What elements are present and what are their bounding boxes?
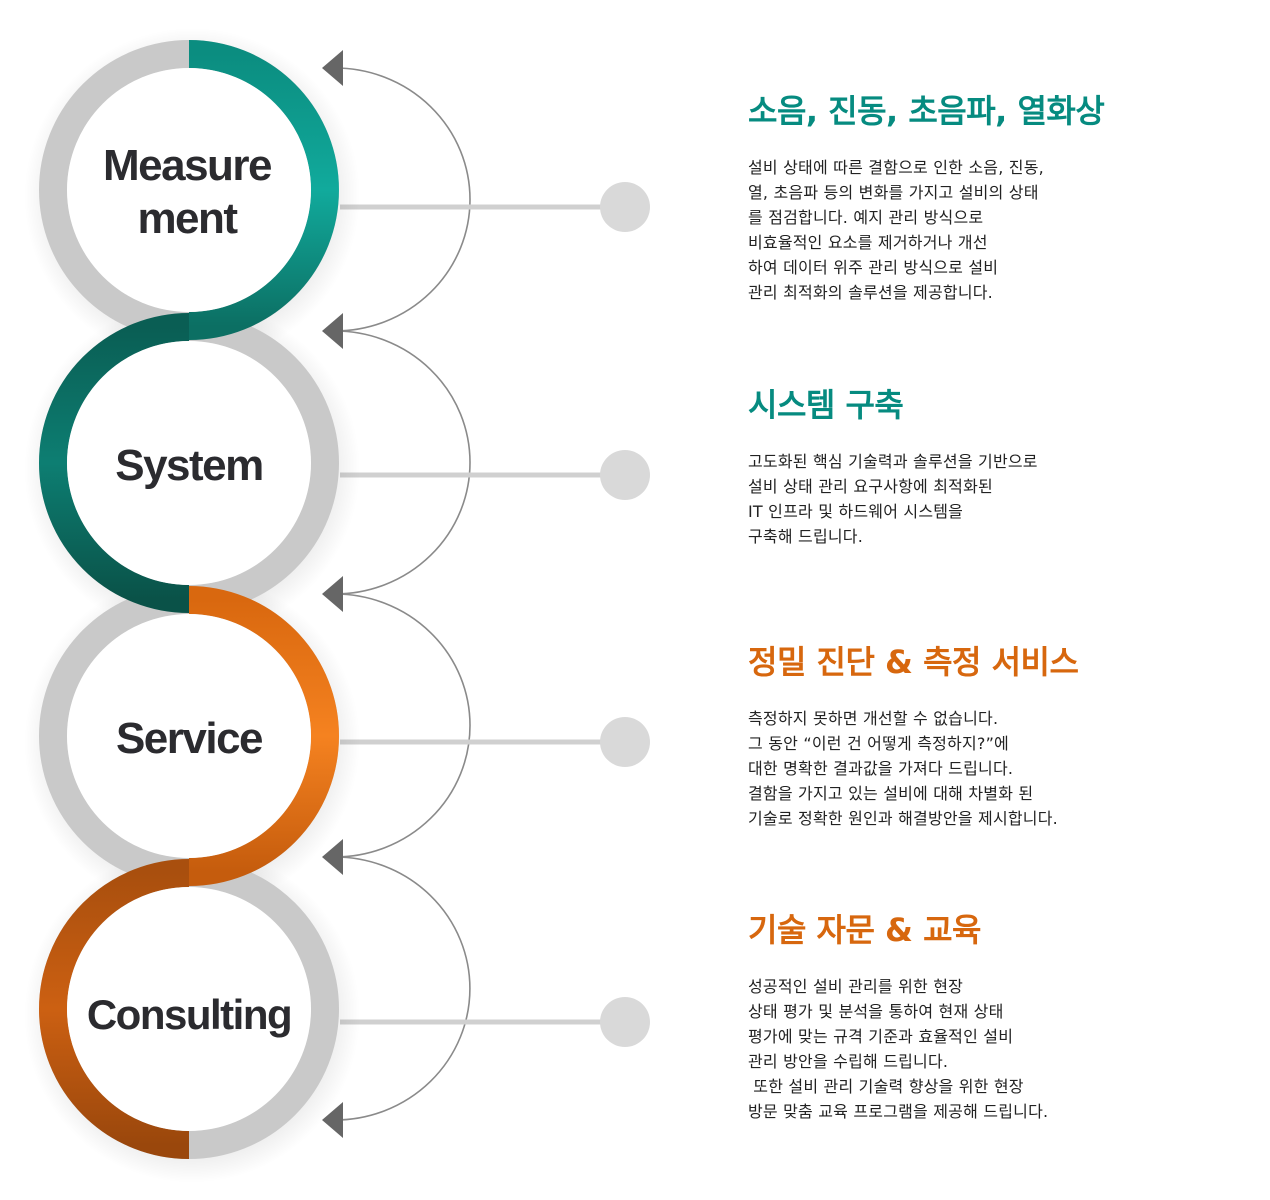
body-line: 평가에 맞는 규격 기준과 효율적인 설비 <box>748 1027 1014 1046</box>
body-line: 설비 상태 관리 요구사항에 최적화된 <box>748 477 993 496</box>
ring-accent-teal-right <box>188 40 339 340</box>
body-line: 구축해 드립니다. <box>748 527 864 546</box>
body-line: 방문 맞춤 교육 프로그램을 제공해 드립니다. <box>748 1102 1049 1121</box>
ring-label-system: System <box>115 441 263 490</box>
arrow-left-icon <box>322 50 343 86</box>
connector-arc <box>334 67 471 332</box>
ring-accents <box>39 40 339 1159</box>
section-title: 소음, 진동, 초음파, 열화상 <box>748 92 1105 130</box>
body-line: 관리 방안을 수립해 드립니다. <box>748 1052 949 1071</box>
ring-accent-orange-right <box>188 586 339 886</box>
section-service: 정밀 진단 & 측정 서비스 측정하지 못하면 개선할 수 없습니다. 그 동안… <box>748 642 1228 831</box>
body-line: 열, 초음파 등의 변화를 가지고 설비의 상태 <box>748 183 1039 202</box>
connector-dot <box>600 717 650 767</box>
ring-label-consulting: Consulting <box>87 991 291 1038</box>
body-line: IT 인프라 및 하드웨어 시스템을 <box>748 502 964 521</box>
body-line: 결함을 가지고 있는 설비에 대해 차별화 된 <box>748 784 1034 803</box>
section-title: 정밀 진단 & 측정 서비스 <box>748 643 1079 681</box>
section-body: 고도화된 핵심 기술력과 솔루션을 기반으로 설비 상태 관리 요구사항에 최적… <box>748 449 1228 549</box>
ring-centers <box>67 68 311 1131</box>
connector-dot <box>600 450 650 500</box>
body-line: 기술로 정확한 원인과 해결방안을 제시합니다. <box>748 809 1058 828</box>
arrow-heads <box>322 50 343 1138</box>
connector-dot <box>600 182 650 232</box>
ring-accent-orange-left <box>39 859 190 1159</box>
body-line: 측정하지 못하면 개선할 수 없습니다. <box>748 709 999 728</box>
ring-label-measurement-line2: ment <box>137 194 238 243</box>
arrow-left-icon <box>322 313 343 349</box>
body-line: 대한 명확한 결과값을 가져다 드립니다. <box>748 759 1014 778</box>
connector-dot <box>600 997 650 1047</box>
body-line: 고도화된 핵심 기술력과 솔루션을 기반으로 <box>748 452 1038 471</box>
body-line: 상태 평가 및 분석을 통하여 현재 상태 <box>748 1002 1004 1021</box>
body-line: 를 점검합니다. 예지 관리 방식으로 <box>748 208 984 227</box>
section-body: 측정하지 못하면 개선할 수 없습니다. 그 동안 “이런 건 어떻게 측정하지… <box>748 706 1228 831</box>
ring-label-measurement: Measure <box>103 141 271 190</box>
section-body: 성공적인 설비 관리를 위한 현장 상태 평가 및 분석을 통하여 현재 상태 … <box>748 974 1228 1124</box>
section-consulting: 기술 자문 & 교육 성공적인 설비 관리를 위한 현장 상태 평가 및 분석을… <box>748 910 1228 1124</box>
section-system: 시스템 구축 고도화된 핵심 기술력과 솔루션을 기반으로 설비 상태 관리 요… <box>748 385 1228 549</box>
body-line: 또한 설비 관리 기술력 향상을 위한 현장 <box>748 1077 1024 1096</box>
section-body: 설비 상태에 따른 결함으로 인한 소음, 진동, 열, 초음파 등의 변화를 … <box>748 155 1228 305</box>
connector-lines <box>340 182 650 1047</box>
ring-label-service: Service <box>116 714 262 763</box>
body-line: 비효율적인 요소를 제거하거나 개선 <box>748 233 988 252</box>
body-line: 성공적인 설비 관리를 위한 현장 <box>748 977 964 996</box>
connector-arcs <box>334 67 471 1121</box>
ring-labels: Measure ment System Service Consulting <box>87 141 293 1038</box>
connector-arc <box>334 593 471 858</box>
section-title: 기술 자문 & 교육 <box>748 911 981 949</box>
body-line: 설비 상태에 따른 결함으로 인한 소음, 진동, <box>748 158 1044 177</box>
connector-arc <box>334 856 471 1121</box>
body-line: 관리 최적화의 솔루션을 제공합니다. <box>748 283 993 302</box>
arrow-left-icon <box>322 576 343 612</box>
arrow-left-icon <box>322 1102 343 1138</box>
body-line: 하여 데이터 위주 관리 방식으로 설비 <box>748 258 999 277</box>
connector-arc <box>334 330 471 595</box>
arrow-left-icon <box>322 839 343 875</box>
section-measurement: 소음, 진동, 초음파, 열화상 설비 상태에 따른 결함으로 인한 소음, 진… <box>748 91 1228 305</box>
body-line: 그 동안 “이런 건 어떻게 측정하지?”에 <box>748 734 1009 753</box>
section-title: 시스템 구축 <box>748 386 904 424</box>
ring-accent-teal-left <box>39 313 190 613</box>
